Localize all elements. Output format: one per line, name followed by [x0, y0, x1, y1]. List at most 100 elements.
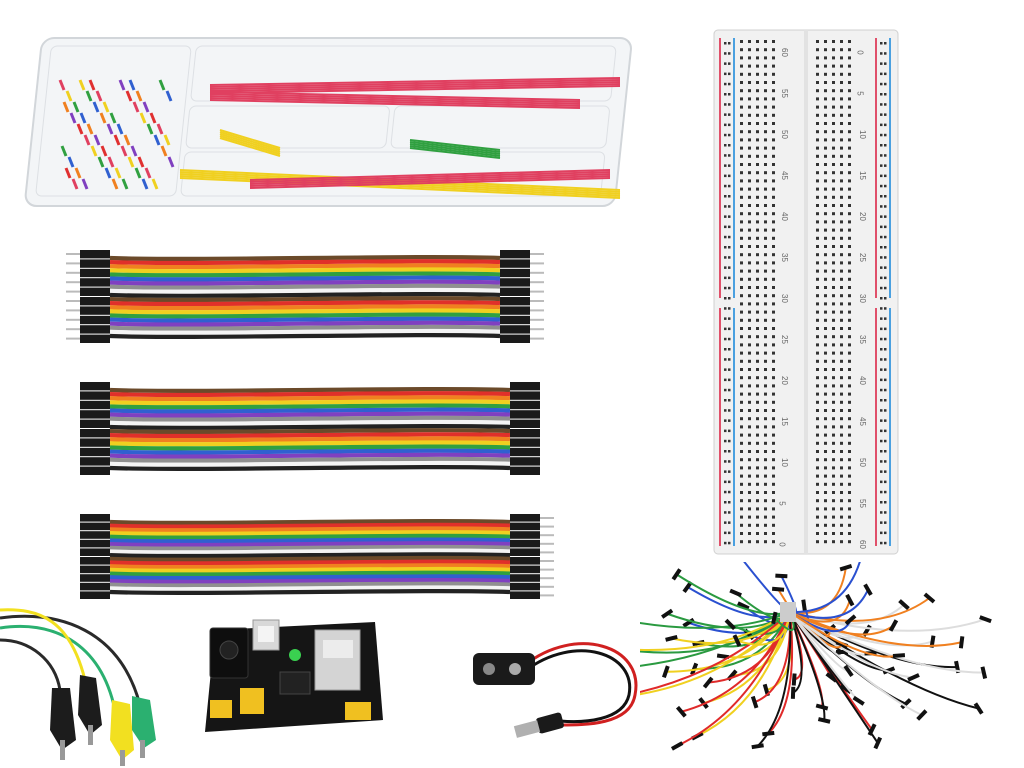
breadboard-hole [816, 89, 819, 93]
rail-hole [724, 429, 727, 433]
breadboard-hole [816, 392, 819, 396]
breadboard-hole [764, 351, 767, 355]
breadboard-power-supply-module [195, 610, 390, 740]
barrel-plug [513, 712, 564, 738]
breadboard-hole [748, 417, 751, 421]
breadboard-hole [740, 113, 743, 117]
breadboard-hole [772, 376, 775, 380]
breadboard-hole [772, 105, 775, 109]
breadboard-row-number-left: 45 [779, 171, 789, 180]
breadboard-hole [832, 64, 835, 68]
breadboard-hole [824, 195, 827, 199]
ribbon-wire [109, 522, 511, 529]
rail-hole [724, 541, 727, 545]
breadboard-hole [824, 113, 827, 117]
rail-hole [884, 215, 887, 218]
dupont-header-right [510, 391, 540, 400]
ribbon-wire [109, 585, 511, 592]
male-pin-right [540, 534, 554, 537]
breadboard-hole [740, 89, 743, 93]
rail-hole [728, 103, 731, 106]
ribbon-wire [109, 448, 511, 455]
breadboard-hole [756, 212, 759, 216]
ribbon-wire [109, 399, 511, 406]
breadboard-hole [756, 359, 759, 363]
rail-hole [724, 409, 727, 412]
ribbon-wire [109, 563, 511, 570]
breadboard-row-number-left: 25 [779, 335, 789, 344]
rail-hole [724, 317, 727, 320]
breadboard-hole [740, 376, 743, 380]
rail-hole [724, 531, 727, 535]
rail-hole [884, 113, 887, 116]
bundle-wire-tip [737, 601, 750, 611]
bundle-wire-tip [675, 705, 687, 718]
bundle-wire-tip [665, 634, 678, 642]
male-pin-right [540, 525, 554, 528]
breadboard-hole [764, 113, 767, 117]
breadboard-hole [748, 384, 751, 388]
breadboard-hole [764, 392, 767, 396]
kit-long-wire [209, 79, 621, 88]
kit-short-wire [139, 112, 147, 124]
rail-hole [724, 215, 727, 218]
rail-hole [728, 541, 731, 545]
rail-hole [724, 521, 727, 524]
kit-short-wire [65, 90, 73, 102]
rail-hole [880, 154, 883, 157]
breadboard-hole [756, 64, 759, 68]
breadboard-hole [840, 253, 843, 257]
kit-short-wire [93, 134, 101, 146]
breadboard-hole [832, 474, 835, 478]
breadboard-hole [840, 523, 843, 527]
breadboard-hole [772, 392, 775, 396]
breadboard-hole [840, 540, 843, 544]
breadboard-hole [848, 318, 851, 322]
breadboard-hole [848, 515, 851, 519]
rail-hole [724, 286, 727, 290]
rail-hole [880, 82, 883, 86]
breadboard-hole [848, 458, 851, 462]
kit-short-wire [167, 156, 175, 168]
breadboard-hole [824, 48, 827, 52]
rail-hole [728, 450, 731, 453]
kit-short-wire [158, 79, 166, 91]
breadboard-hole [740, 72, 743, 76]
breadboard-hole [816, 204, 819, 207]
breadboard-hole [824, 245, 827, 248]
breadboard-row-number-left: 5 [777, 501, 787, 506]
bundle-wire-tip [801, 599, 807, 612]
rail-hole [724, 450, 727, 453]
breadboard-hole [740, 286, 743, 289]
breadboard-hole [756, 368, 759, 371]
breadboard-hole [772, 97, 775, 101]
dupont-header-left [80, 391, 110, 400]
rail-hole [728, 337, 731, 341]
breadboard-hole [764, 220, 767, 224]
rail-hole [880, 409, 883, 412]
breadboard-hole [748, 433, 751, 437]
breadboard-hole [748, 105, 751, 109]
rail-hole [724, 184, 727, 188]
bundle-wire-tip [843, 664, 854, 677]
kit-short-wire [78, 79, 86, 91]
breadboard-hole [772, 318, 775, 322]
female-to-female-dupont-ribbon [60, 372, 560, 482]
breadboard-hole [764, 491, 767, 494]
breadboard-hole [816, 318, 819, 322]
bundle-wire [756, 611, 792, 747]
breadboard-hole [748, 56, 751, 60]
breadboard-hole [848, 154, 851, 158]
breadboard-hole [848, 417, 851, 421]
breadboard-hole [772, 220, 775, 224]
breadboard-hole [748, 72, 751, 76]
breadboard-hole [840, 187, 843, 191]
breadboard-hole [756, 523, 759, 527]
breadboard-hole [756, 491, 759, 494]
dupont-header-left [80, 410, 110, 419]
breadboard-hole [740, 204, 743, 207]
breadboard-hole [840, 368, 843, 371]
rail-hole [724, 439, 727, 443]
breadboard-hole [764, 294, 767, 298]
breadboard-hole [756, 441, 759, 445]
